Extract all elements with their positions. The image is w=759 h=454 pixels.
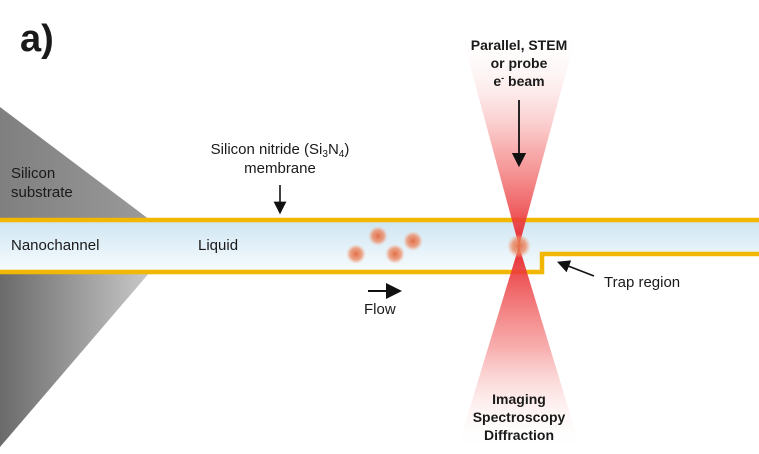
membrane-label-line2: membrane — [244, 160, 316, 177]
detection-label-line2: Spectroscopy — [472, 409, 566, 425]
beam-label-line1: Parallel, STEM — [470, 37, 568, 53]
membrane-label-line1: Silicon nitride (Si3N4) — [210, 141, 350, 160]
silicon-substrate-label: Silicon substrate — [11, 164, 73, 202]
panel-label: a) — [20, 18, 54, 60]
nanoparticle — [385, 244, 405, 264]
beam-label-line2: or probe — [490, 55, 548, 71]
detection-label: Imaging Spectroscopy Diffraction — [449, 390, 589, 444]
beam-label-line3: e- beam — [493, 73, 545, 89]
trap-region-label: Trap region — [604, 274, 681, 291]
beam-label: Parallel, STEM or probe e- beam — [449, 36, 589, 90]
nanochannel-label: Nanochannel — [11, 237, 100, 254]
trap-region-arrow — [557, 260, 595, 277]
silicon-substrate-top — [0, 107, 150, 220]
nanoparticle — [403, 231, 423, 251]
flow-label: Flow — [364, 301, 396, 318]
electron-beam-transmitted-cone — [457, 246, 581, 450]
membrane-bottom-wall — [0, 251, 759, 275]
detection-label-line1: Imaging — [492, 391, 546, 407]
nanoparticle — [368, 226, 388, 246]
detection-label-line3: Diffraction — [484, 427, 554, 443]
liquid-label: Liquid — [198, 237, 239, 254]
silicon-substrate-bottom — [0, 272, 150, 447]
nanoparticle — [346, 244, 366, 264]
membrane-label: Silicon nitride (Si3N4) membrane — [195, 140, 365, 178]
nanoparticle-trapped — [507, 234, 531, 258]
silicon-substrate-label-line2: substrate — [11, 184, 73, 201]
silicon-substrate-label-line1: Silicon — [11, 165, 56, 182]
liquid-channel — [0, 222, 759, 270]
